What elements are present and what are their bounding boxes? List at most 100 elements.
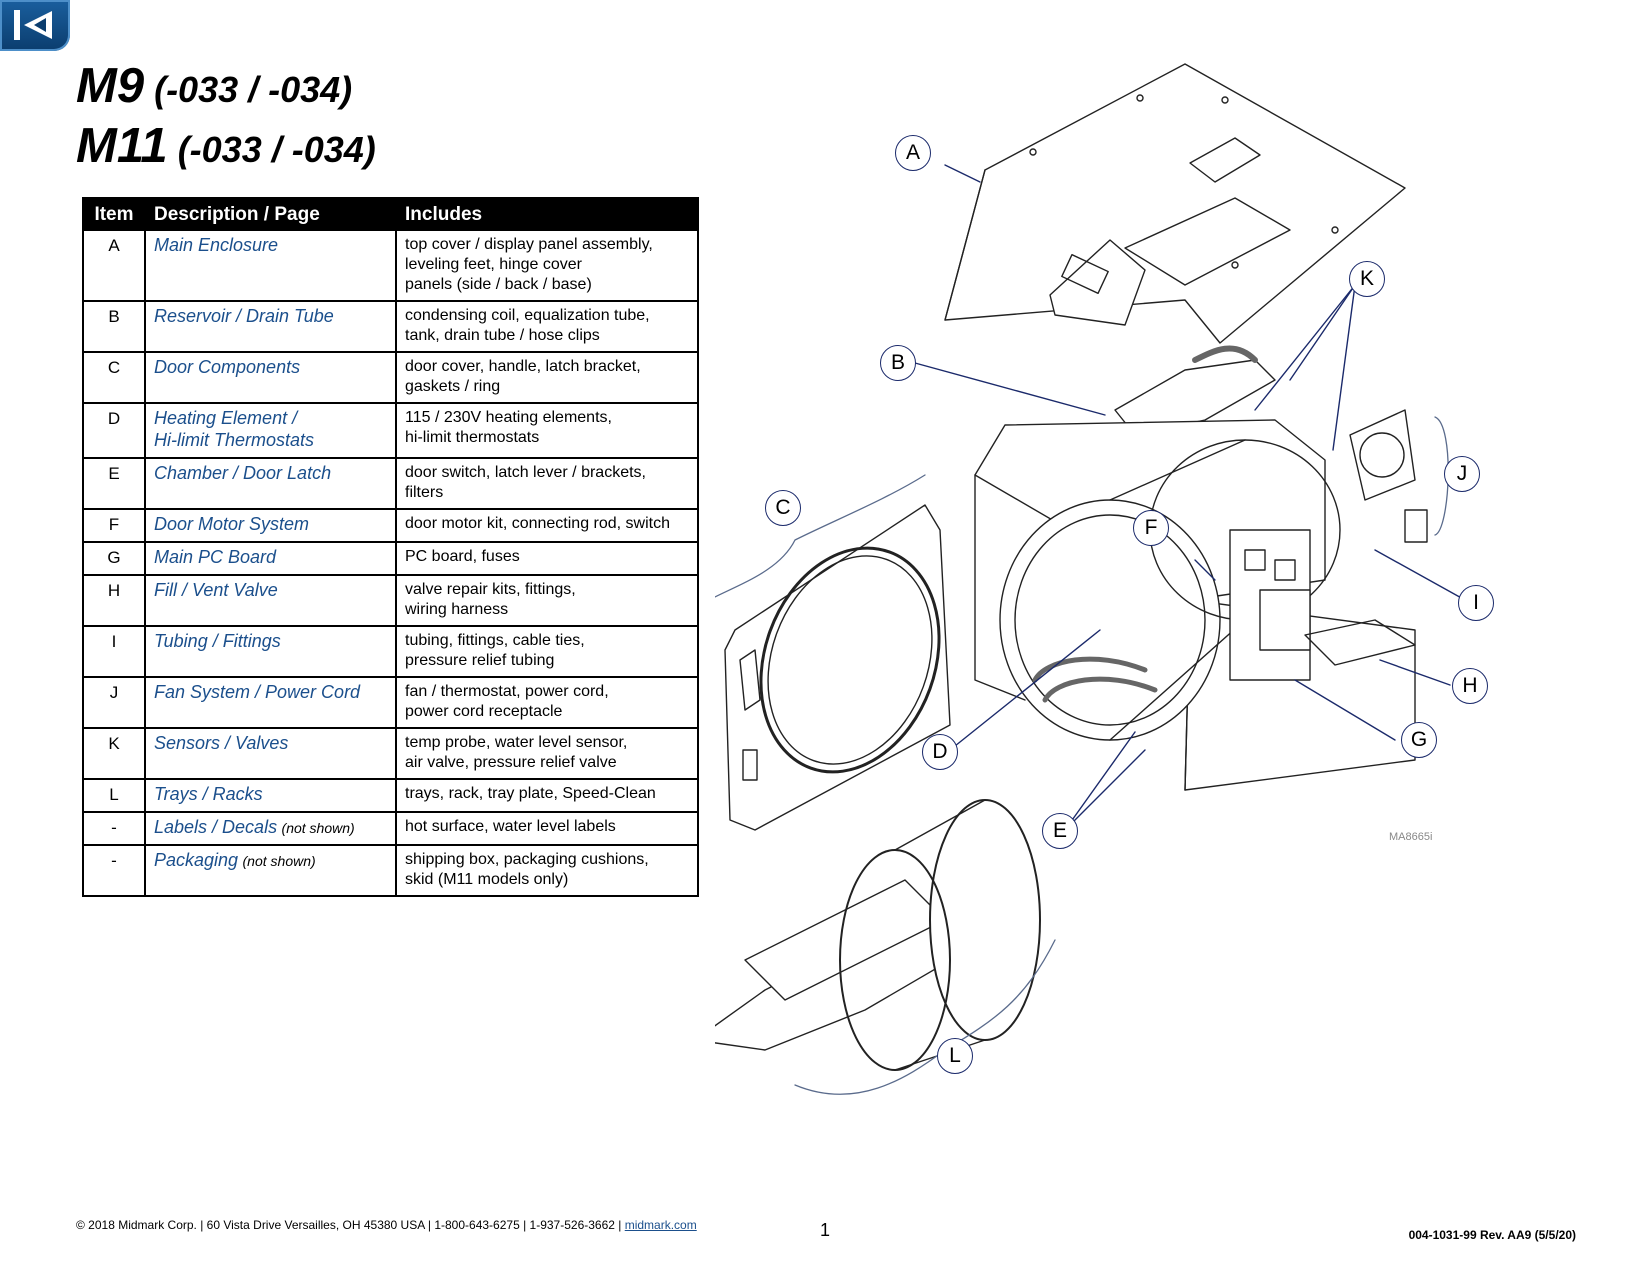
table-row: -Packaging (not shown)shipping box, pack…: [82, 844, 699, 897]
model-name: M11: [76, 119, 168, 173]
description-cell: Sensors / Valves: [144, 727, 397, 780]
includes-cell: top cover / display panel assembly, leve…: [395, 229, 699, 302]
description-cell: Door Motor System: [144, 508, 397, 543]
not-shown-note: (not shown): [242, 853, 316, 869]
description-cell: Packaging (not shown): [144, 844, 397, 897]
model-variant: (-033 / -034): [154, 69, 353, 110]
item-letter: D: [82, 402, 146, 459]
top-cover-part: [944, 63, 1406, 344]
item-letter: I: [82, 625, 146, 678]
item-letter: F: [82, 508, 146, 543]
item-letter: L: [82, 778, 146, 813]
description-cell: Trays / Racks: [144, 778, 397, 813]
callout-l: L: [937, 1038, 973, 1074]
not-shown-note: (not shown): [281, 820, 355, 836]
includes-cell: hot surface, water level labels: [395, 811, 699, 846]
description-link[interactable]: Reservoir / Drain Tube: [154, 306, 334, 326]
description-link[interactable]: Labels / Decals: [154, 817, 278, 837]
callout-e: E: [1042, 813, 1078, 849]
table-row: -Labels / Decals (not shown)hot surface,…: [82, 811, 699, 846]
table-row: I Tubing / Fittings tubing, fittings, cabl…: [82, 625, 699, 678]
description-link[interactable]: Chamber / Door Latch: [154, 463, 332, 483]
item-letter: H: [82, 574, 146, 627]
description-link[interactable]: Door Components: [154, 357, 301, 377]
item-letter: K: [82, 727, 146, 780]
callout-i: I: [1458, 585, 1494, 621]
table-row: L Trays / Racks trays, rack, tray plate, S…: [82, 778, 699, 813]
fan-part: [1349, 409, 1428, 543]
item-letter: A: [82, 229, 146, 302]
callout-b: B: [880, 345, 916, 381]
callout-leaders: [914, 164, 1466, 831]
item-letter: -: [82, 811, 146, 846]
page-number: 1: [820, 1220, 831, 1240]
footer-copyright: © 2018 Midmark Corp. | 60 Vista Drive Ve…: [76, 1218, 697, 1232]
page-title: M9(-033 / -034): [76, 58, 352, 114]
description-cell: Main PC Board: [144, 541, 397, 576]
includes-cell: tubing, fittings, cable ties, pressure r…: [395, 625, 699, 678]
diagram-code: MA8665i: [1389, 831, 1432, 843]
includes-cell: condensing coil, equalization tube, tank…: [395, 300, 699, 353]
description-link[interactable]: Main PC Board: [154, 547, 277, 567]
table-header-row: Item Description / Page Includes: [82, 197, 699, 231]
description-cell: Fill / Vent Valve: [144, 574, 397, 627]
description-link[interactable]: Fill / Vent Valve: [154, 580, 278, 600]
description-cell: Tubing / Fittings: [144, 625, 397, 678]
callout-g: G: [1401, 722, 1437, 758]
table-row: H Fill / Vent Valve valve repair kits, fit…: [82, 574, 699, 627]
description-link[interactable]: Door Motor System: [154, 514, 310, 534]
callout-h: H: [1452, 668, 1488, 704]
description-cell: Main Enclosure: [144, 229, 397, 302]
back-arrow-icon: [14, 10, 52, 40]
includes-cell: door cover, handle, latch bracket, gaske…: [395, 351, 699, 404]
includes-cell: 115 / 230V heating elements, hi-limit th…: [395, 402, 699, 459]
includes-cell: PC board, fuses: [395, 541, 699, 576]
back-button[interactable]: [0, 0, 70, 51]
includes-cell: door switch, latch lever / brackets, fil…: [395, 457, 699, 510]
callout-f: F: [1133, 510, 1169, 546]
callout-c: C: [765, 490, 801, 526]
description-link[interactable]: Trays / Racks: [154, 784, 263, 804]
parts-index-table: Item Description / Page Includes A Main E…: [82, 197, 699, 897]
description-link[interactable]: Tubing / Fittings: [154, 631, 281, 651]
table-row: E Chamber / Door Latch door switch, latch …: [82, 457, 699, 510]
description-link[interactable]: Main Enclosure: [154, 235, 279, 255]
description-cell: Labels / Decals (not shown): [144, 811, 397, 846]
includes-cell: temp probe, water level sensor, air valv…: [395, 727, 699, 780]
callout-d: D: [922, 734, 958, 770]
includes-cell: shipping box, packaging cushions, skid (…: [395, 844, 699, 897]
callout-j: J: [1444, 456, 1480, 492]
column-header-item: Item: [82, 197, 146, 231]
description-link[interactable]: Sensors / Valves: [154, 733, 289, 753]
description-link[interactable]: Fan System / Power Cord: [154, 682, 361, 702]
includes-cell: door motor kit, connecting rod, switch: [395, 508, 699, 543]
table-row: F Door Motor System door motor kit, connec…: [82, 508, 699, 543]
item-letter: J: [82, 676, 146, 729]
description-link[interactable]: Heating Element / Hi-limit Thermostats: [154, 408, 315, 450]
includes-cell: trays, rack, tray plate, Speed-Clean: [395, 778, 699, 813]
table-row: G Main PC Board PC board, fuses: [82, 541, 699, 576]
door-part: [724, 504, 951, 831]
includes-cell: fan / thermostat, power cord, power cord…: [395, 676, 699, 729]
table-row: K Sensors / Valves temp probe, water level…: [82, 727, 699, 780]
column-header-description: Description / Page: [144, 197, 397, 231]
includes-cell: valve repair kits, fittings, wiring harn…: [395, 574, 699, 627]
callout-k: K: [1349, 261, 1385, 297]
description-cell: Chamber / Door Latch: [144, 457, 397, 510]
table-row: A Main Enclosure top cover / display panel…: [82, 229, 699, 302]
item-letter: -: [82, 844, 146, 897]
midmark-link[interactable]: midmark.com: [624, 1218, 697, 1232]
document-revision: 004-1031-99 Rev. AA9 (5/5/20): [1408, 1228, 1576, 1242]
item-letter: E: [82, 457, 146, 510]
callout-a: A: [895, 135, 931, 171]
item-letter: B: [82, 300, 146, 353]
description-link[interactable]: Packaging: [154, 850, 239, 870]
table-row: B Reservoir / Drain Tube condensing coil, …: [82, 300, 699, 353]
table-body: A Main Enclosure top cover / display panel…: [82, 229, 699, 897]
item-letter: G: [82, 541, 146, 576]
description-cell: Door Components: [144, 351, 397, 404]
page-title-secondary: M11(-033 / -034): [76, 118, 376, 174]
description-cell: Reservoir / Drain Tube: [144, 300, 397, 353]
